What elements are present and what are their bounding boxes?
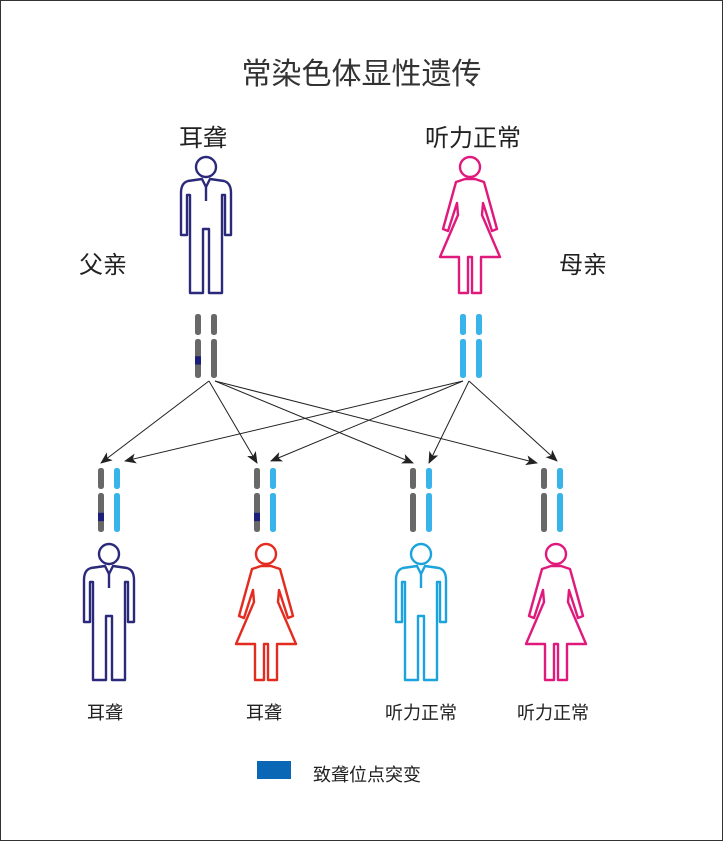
chromatid-arm — [98, 493, 104, 532]
inheritance-arrows — [100, 380, 558, 466]
chromatid-arm — [426, 468, 432, 490]
head-icon — [97, 542, 121, 566]
mother-status-label: 听力正常 — [425, 124, 521, 152]
chromatid-arm — [460, 314, 466, 336]
mother-role-label: 母亲 — [559, 251, 607, 279]
mutation-mark — [98, 512, 104, 522]
chromatid-arm — [410, 493, 416, 532]
chromatid-arm — [270, 468, 276, 490]
head-icon — [544, 542, 568, 566]
father-role-label: 父亲 — [79, 251, 127, 279]
mother-figure-icon — [438, 155, 502, 295]
female-body-icon — [524, 564, 588, 682]
male-body-icon — [179, 177, 233, 295]
child-3-chromatid-paternal — [410, 468, 416, 532]
child-2-status-label: 耳聋 — [246, 703, 282, 724]
arrow-father-to-child-3 — [214, 380, 414, 464]
chromatid-arm — [557, 493, 563, 532]
father-chromatid-mutant — [195, 314, 201, 378]
figure-group — [82, 155, 588, 682]
child-4-status-label: 听力正常 — [517, 703, 589, 724]
chromatid-arm — [557, 468, 563, 490]
child-3-figure-icon — [394, 542, 448, 682]
arrow-mother-to-child-2 — [270, 380, 464, 462]
chromatid-arm — [460, 339, 466, 378]
chromatid-arm — [211, 339, 217, 378]
chromatid-arm — [476, 314, 482, 336]
mutation-mark — [195, 356, 201, 365]
head-icon — [458, 155, 482, 179]
head-icon — [194, 155, 218, 179]
child-1-chromatid-maternal — [114, 468, 120, 532]
arrow-father-to-child-1 — [100, 380, 210, 464]
male-body-icon — [82, 564, 136, 682]
chromatid-arm — [211, 314, 217, 336]
female-body-icon — [438, 177, 502, 295]
male-body-icon — [394, 564, 448, 682]
child-3-status-label: 听力正常 — [385, 703, 457, 724]
child-1-figure-icon — [82, 542, 136, 682]
chromatid-arm — [410, 468, 416, 490]
arrow-mother-to-child-3 — [428, 380, 470, 464]
chromatid-arm — [541, 468, 547, 490]
arrow-father-to-child-2 — [208, 380, 258, 464]
child-1-chromatid-paternal — [98, 468, 104, 532]
chromatid-arm — [270, 493, 276, 532]
mutation-mark — [254, 512, 260, 522]
head-icon — [254, 542, 278, 566]
child-2-figure-icon — [234, 542, 298, 682]
head-icon — [409, 542, 433, 566]
father-figure-icon — [179, 155, 233, 295]
chromatid-arm — [426, 493, 432, 532]
legend-label: 致聋位点突变 — [313, 765, 421, 786]
child-4-figure-icon — [524, 542, 588, 682]
father-chromatid-normal — [211, 314, 217, 378]
child-4-chromatid-maternal — [557, 468, 563, 532]
child-4-chromatid-paternal — [541, 468, 547, 532]
arrow-mother-to-child-1 — [124, 380, 464, 464]
chromatid-arm — [254, 468, 260, 490]
chromosome-group — [98, 314, 563, 532]
female-body-icon — [234, 564, 298, 682]
mother-chromatid-a — [460, 314, 466, 378]
chromatid-arm — [114, 493, 120, 532]
chromatid-arm — [254, 493, 260, 532]
child-3-chromatid-maternal — [426, 468, 432, 532]
child-2-chromatid-paternal — [254, 468, 260, 532]
chromatid-arm — [541, 493, 547, 532]
arrow-father-to-child-4 — [214, 380, 538, 466]
chromatid-arm — [195, 314, 201, 336]
chromatid-arm — [114, 468, 120, 490]
child-2-chromatid-maternal — [270, 468, 276, 532]
father-status-label: 耳聋 — [179, 124, 227, 152]
arrow-mother-to-child-4 — [468, 380, 558, 462]
mother-chromatid-b — [476, 314, 482, 378]
page-title: 常染色体显性遗传 — [241, 57, 482, 92]
legend-swatch — [257, 761, 291, 779]
child-1-status-label: 耳聋 — [87, 703, 123, 724]
chromatid-arm — [98, 468, 104, 490]
chromatid-arm — [476, 339, 482, 378]
